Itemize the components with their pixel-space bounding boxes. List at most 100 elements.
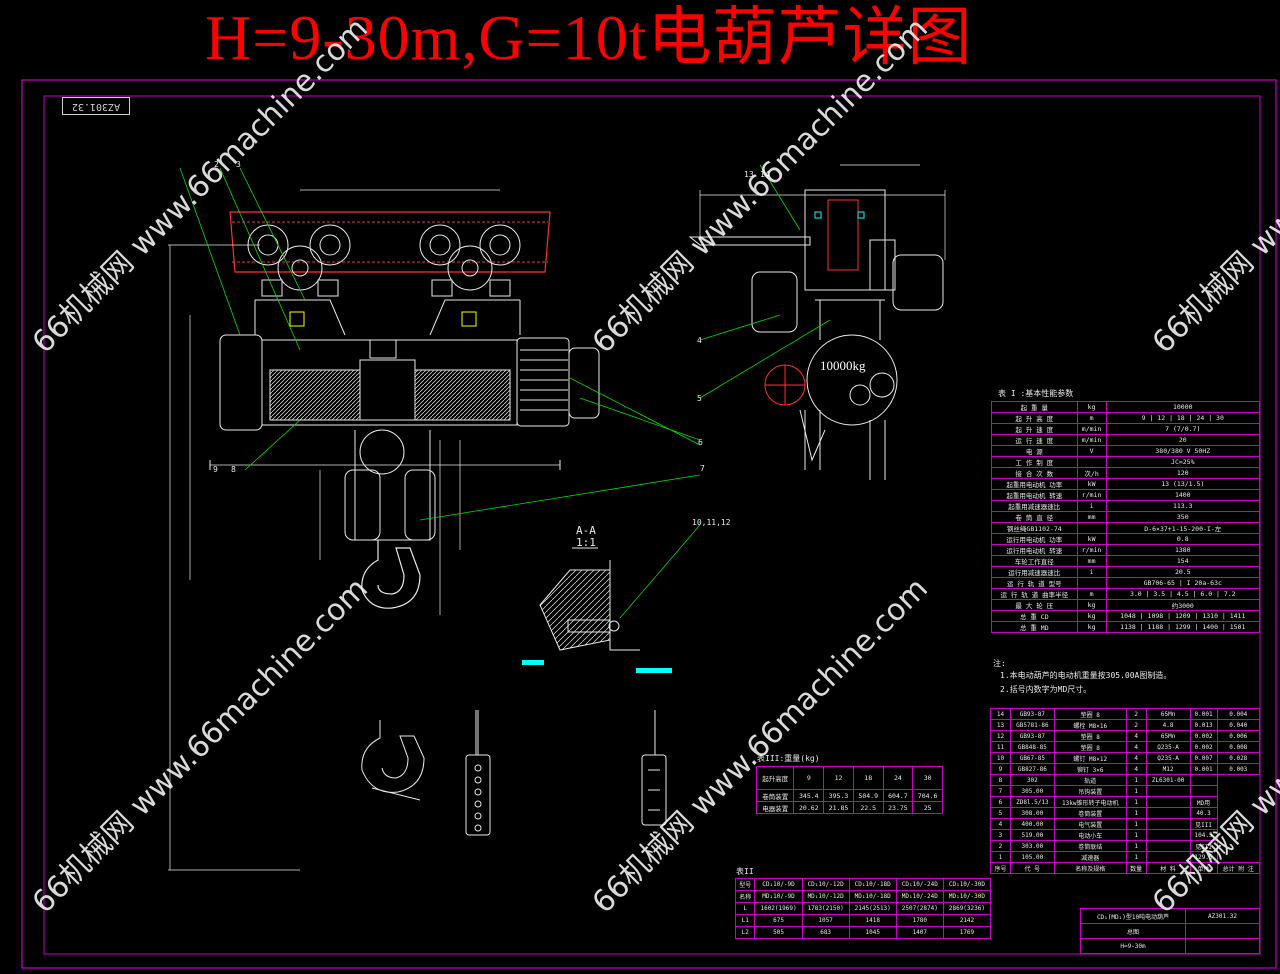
table-cell: 9 [990, 763, 1011, 775]
table-cell: 0.002 [1189, 741, 1218, 753]
table-cell: 0.003 [1216, 763, 1261, 775]
table-cell: 65Mn [1145, 730, 1191, 742]
table-cell: 12 [823, 766, 854, 790]
part-number: 7 [700, 464, 705, 473]
table-cell: 0.040 [1216, 719, 1261, 731]
table-cell: 303.00 [1009, 840, 1055, 852]
table-cell: 工 作 制 度 [991, 456, 1078, 468]
part-number: 2 [214, 160, 219, 169]
table-cell: 电动小车 [1053, 829, 1127, 841]
table-cell: 505 [754, 926, 803, 939]
table-cell: 接 合 次 数 [991, 467, 1078, 479]
table-cell: 9 | 12 | 18 | 24 | 30 [1105, 412, 1261, 424]
table-cell: 4 [1125, 763, 1147, 775]
table-cell: 380/380 V 50HZ [1105, 445, 1261, 457]
table-cell: 1 [1125, 851, 1147, 863]
table-cell: 2869(3236) [942, 902, 992, 915]
table-cell: 25 [912, 801, 943, 814]
table-cell: 350 [1105, 511, 1261, 523]
table-cell: 2 [1125, 708, 1147, 720]
table-cell: 7 (7/0.7) [1105, 423, 1261, 435]
table-cell: 0.004 [1216, 708, 1261, 720]
table-cell: ZD8l.5/13 [1009, 796, 1055, 808]
table-cell: 9 [793, 766, 825, 790]
table-cell: 1 [1125, 840, 1147, 852]
table-cell: MD₁10/-12D [801, 890, 850, 903]
table-cell: 1 [1125, 785, 1147, 797]
table-cell: 卷筒装置 [755, 789, 795, 802]
table-cell: 总 重 MD [991, 621, 1078, 633]
section-scale: 1:1 [576, 536, 596, 549]
table-cell: 减速器 [1053, 851, 1127, 863]
title-block-sub: 总图 [1080, 923, 1186, 939]
table-cell: 钢丝绳GB1102-74 [991, 522, 1078, 534]
part-number: 14 [760, 170, 770, 179]
table-cell: 0.001 [1189, 763, 1218, 775]
table-cell: 20 [1105, 434, 1261, 446]
part-number: 4 [697, 336, 702, 345]
table-cell: 154 [1105, 555, 1261, 567]
table-cell [1076, 577, 1107, 589]
table-cell: 4.8 [1145, 719, 1191, 731]
part-number: 5 [697, 394, 702, 403]
table-cell: CD₁10/-18D [848, 878, 897, 891]
table-cell: kg [1076, 610, 1107, 622]
table-cell: 运 行 速 度 [991, 434, 1078, 446]
table-cell: 型号 [734, 878, 756, 891]
part-number: 8 [231, 465, 236, 474]
title-block-code: AZ301.32 [1185, 908, 1260, 924]
table-cell: 1138 | 1188 | 1299 | 1400 | 1501 [1105, 621, 1261, 633]
table-cell: 1780 [895, 914, 944, 927]
table-cell: mm [1076, 511, 1107, 523]
table-cell: Q235-A [1145, 752, 1191, 764]
table-cell: 2 [990, 840, 1011, 852]
table-cell: 7 [990, 785, 1011, 797]
table-cell: 运行用减速器速比 [991, 566, 1078, 578]
table-cell: 起 升 高 度 [991, 412, 1078, 424]
front-view [168, 167, 701, 871]
table-cell: CD₁10/-30D [942, 878, 992, 891]
table-cell: 轨道 [1053, 774, 1127, 786]
table-cell: r/min [1076, 489, 1107, 501]
table-cell: 起重用电动机 转速 [991, 489, 1078, 501]
title-block-spec: H=9-30m [1080, 938, 1186, 954]
table-cell: 345.4 [793, 789, 825, 802]
table-cell: 序号 [990, 862, 1011, 874]
table-cell: L2 [734, 926, 756, 939]
pendant-front [465, 710, 491, 836]
table-cell: 4 [1125, 730, 1147, 742]
table-cell: 1 [1125, 807, 1147, 819]
table-cell: m [1076, 412, 1107, 424]
table-cell: 3.0 | 3.5 | 4.5 | 6.0 | 7.2 [1105, 588, 1261, 600]
table-cell: 0.028 [1216, 752, 1261, 764]
table-cell: 起 升 速 度 [991, 423, 1078, 435]
table-cell: m/min [1076, 423, 1107, 435]
table-cell: 运行用电动机 功率 [991, 533, 1078, 545]
table-cell: 1 [1125, 829, 1147, 841]
table-cell: 120 [1105, 467, 1261, 479]
table3-title: 表III:重量(kg) [757, 754, 820, 763]
table-cell: 0.001 [1189, 708, 1218, 720]
table-cell: 1400 [1105, 489, 1261, 501]
table-cell: i [1076, 500, 1107, 512]
table-cell: GB848-85 [1009, 741, 1055, 753]
table-cell: GB5781-86 [1009, 719, 1055, 731]
part-number: 13 [744, 170, 754, 179]
load-label: 10000kg [820, 358, 866, 373]
table-cell: JC=25% [1105, 456, 1261, 468]
table-cell: CD₁10/-24D [895, 878, 944, 891]
table-row: 工 作 制 度 JC=25% [991, 456, 1261, 468]
table-cell: 4 [990, 818, 1011, 830]
pendant-side [641, 710, 667, 826]
